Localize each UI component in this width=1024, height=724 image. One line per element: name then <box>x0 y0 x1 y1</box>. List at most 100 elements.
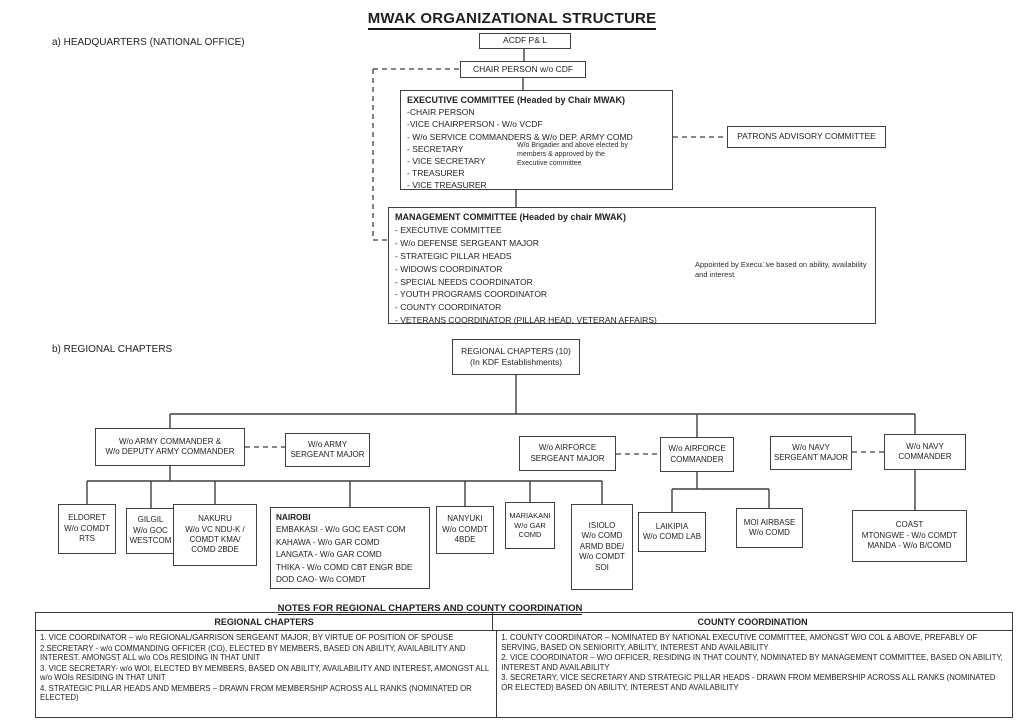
box-line: W/o COMD LAB <box>642 532 702 541</box>
exec-item: -CHAIR PERSON <box>407 107 475 118</box>
box-line: COMMANDER <box>898 452 952 461</box>
box-line: COAST <box>895 520 924 530</box>
exec-item: -VICE CHAIRPERSON - W/o VCDF <box>407 119 543 130</box>
box-line: MTONGWE - W/o COMDT <box>861 530 958 540</box>
box-line: GILGIL <box>137 515 164 525</box>
chapter-mariakani-box: MARIAKANI W/o GAR COMD <box>505 502 555 549</box>
box-line: W/o NAVY <box>792 442 830 452</box>
box-line: 4BDE <box>454 535 476 545</box>
box-line: MANDA - W/o B/COMD <box>867 541 952 551</box>
box-line: W/o DEPUTY ARMY COMMANDER <box>105 447 235 456</box>
exec-item: - SECRETARY <box>407 143 464 154</box>
mgmt-item: - COUNTY COORDINATOR <box>395 302 502 313</box>
mgmt-item: - YOUTH PROGRAMS COORDINATOR <box>395 289 548 300</box>
box-line: SOI <box>595 562 609 572</box>
box-line: W/o COMD <box>581 531 623 541</box>
box-line: W/o COMDT <box>579 552 625 562</box>
box-line: W/o COMDT <box>442 524 488 534</box>
regional-root-line: REGIONAL CHAPTERS (10) <box>461 345 571 356</box>
notes-col1-header: REGIONAL CHAPTERS <box>214 616 314 627</box>
army-commander-box: W/o ARMY COMMANDER & W/o DEPUTY ARMY COM… <box>95 428 245 466</box>
page-title-wrap: MWAK ORGANIZATIONAL STRUCTURE <box>0 10 1024 30</box>
notes-item: 4. STRATEGIC PILLAR HEADS AND MEMBERS – … <box>40 683 472 703</box>
mgmt-item: - STRATEGIC PILLAR HEADS <box>395 250 512 261</box>
chapter-laikipia-box: LAIKIPIA W/o COMD LAB <box>638 512 706 552</box>
notes-item: 1. COUNTY COORDINATOR – NOMINATED BY NAT… <box>501 633 978 652</box>
box-line: W/o GAR <box>514 520 546 530</box>
box-line: KAHAWA - W/o GAR COMD <box>276 537 380 547</box>
exec-item: - W/o SERVICE COMMANDERS & W/o DEP. ARMY… <box>407 131 633 142</box>
navy-sergeant-major-box: W/o NAVY SERGEANT MAJOR <box>770 436 852 470</box>
chapter-nanyuki-box: NANYUKI W/o COMDT 4BDE <box>436 506 494 554</box>
box-line: LAIKIPIA <box>655 521 689 531</box>
box-line: ISIOLO <box>588 521 616 531</box>
notes-table-body: 1. VICE COORDINATOR – w/o REGIONAL/GARRI… <box>36 631 1012 718</box>
patrons-advisory-box: PATRONS ADVISORY COMMITTEE <box>727 126 886 148</box>
notes-item: 2.SECRETARY - w/o COMMANDING OFFICER (CO… <box>40 643 466 663</box>
box-line: SERGEANT MAJOR <box>530 453 605 463</box>
box-line: EMBAKASI - W/o GOC EAST COM <box>276 525 406 535</box>
box-line: W/o ARMY COMMANDER & <box>118 436 222 446</box>
mgmt-item: - EXECUTIVE COMMITTEE <box>395 224 502 235</box>
notes-col1-cell: 1. VICE COORDINATOR – w/o REGIONAL/GARRI… <box>36 631 496 718</box>
management-committee-title: MANAGEMENT COMMITTEE (Headed by chair MW… <box>395 212 627 222</box>
box-line: RTS <box>79 534 95 544</box>
box-line: DOD CAO- W/o COMDT <box>276 575 367 585</box>
box-line: COMMANDER <box>670 454 724 464</box>
box-line: WESTCOM <box>129 536 172 546</box>
chair-person-box: CHAIR PERSON w/o CDF <box>460 61 586 78</box>
exec-brace-note: W/o Brigadier and above elected by membe… <box>517 142 628 168</box>
notes-table: REGIONAL CHAPTERS COUNTY COORDINATION 1.… <box>35 612 1013 718</box>
chapter-isiolo-box: ISIOLO W/o COMD ARMD BDE/ W/o COMDT SOI <box>571 504 633 590</box>
notes-heading-wrap: NOTES FOR REGIONAL CHAPTERS AND COUNTY C… <box>130 598 730 616</box>
chapter-nairobi-box: NAIROBI EMBAKASI - W/o GOC EAST COM KAHA… <box>270 507 430 589</box>
notes-heading: NOTES FOR REGIONAL CHAPTERS AND COUNTY C… <box>277 603 583 615</box>
box-line: SERGEANT MAJOR <box>290 450 365 459</box>
mgmt-item: - SPECIAL NEEDS COORDINATOR <box>395 276 533 287</box>
mgmt-item: - WIDOWS COORDINATOR <box>395 263 503 274</box>
box-line: COMD <box>518 530 542 540</box>
regional-root-line: (In KDF Establishments) <box>469 357 563 367</box>
box-line: THIKA - W/o COMD CBT ENGR BDE <box>276 562 413 572</box>
box-line: W/o COMDT <box>64 523 110 533</box>
notes-col2-cell: 1. COUNTY COORDINATOR – NOMINATED BY NAT… <box>496 631 1012 718</box>
box-line: ARMD BDE/ <box>579 541 625 551</box>
box-line: SERGEANT MAJOR <box>773 453 849 462</box>
chapter-coast-box: COAST MTONGWE - W/o COMDT MANDA - W/o B/… <box>852 510 967 562</box>
section-b-label: b) REGIONAL CHAPTERS <box>52 344 173 355</box>
mgmt-item: - W/o DEFENSE SERGEANT MAJOR <box>395 237 539 248</box>
notes-table-header: REGIONAL CHAPTERS COUNTY COORDINATION <box>36 613 1012 631</box>
box-line: COMD 2BDE <box>191 545 239 555</box>
chapter-eldoret-box: ELDORET W/o COMDT RTS <box>58 504 116 554</box>
page-title: MWAK ORGANIZATIONAL STRUCTURE <box>367 10 657 30</box>
dashed-connectors <box>245 68 884 455</box>
notes-col2-header: COUNTY COORDINATION <box>492 613 1012 630</box>
chapter-nakuru-box: NAKURU W/o VC NDU-K / COMDT KMA/ COMD 2B… <box>173 504 257 566</box>
box-line: W/o ARMY <box>307 439 348 449</box>
box-line: W/o NAVY <box>906 441 944 451</box>
exec-item: - TREASURER <box>407 168 465 179</box>
exec-item: - VICE SECRETARY <box>407 156 486 167</box>
executive-committee-title: EXECUTIVE COMMITTEE (Headed by Chair MWA… <box>407 95 626 105</box>
airforce-sergeant-major-box: W/o AIRFORCE SERGEANT MAJOR <box>519 436 616 471</box>
navy-commander-box: W/o NAVY COMMANDER <box>884 434 966 470</box>
box-line: COMDT KMA/ <box>189 535 241 544</box>
chapter-gilgil-box: GILGIL W/o GOC WESTCOM <box>126 508 175 554</box>
box-line: MARIAKANI <box>509 510 551 520</box>
airforce-commander-box: W/o AIRFORCE COMMANDER <box>660 437 734 472</box>
notes-item: 2. VICE COORDINATOR – W/O OFFICER, RESID… <box>501 653 1003 672</box>
box-line: NAKURU <box>198 514 232 524</box>
notes-item: 3. VICE SECRETARY- w/o WOI, ELECTED BY M… <box>40 663 489 683</box>
patrons-advisory-label: PATRONS ADVISORY COMMITTEE <box>737 131 876 142</box>
chair-person-label: CHAIR PERSON w/o CDF <box>472 63 574 74</box>
chapter-moi-airbase-box: MOI AIRBASE W/o COMD <box>736 508 803 548</box>
mgmt-brace-note: Appointed by Execu□ve based on ability, … <box>695 260 867 279</box>
box-line: W/o AIRFORCE <box>538 443 597 453</box>
box-line: W/o VC NDU-K / <box>185 524 245 534</box>
box-line: NANYUKI <box>447 514 483 524</box>
box-line: W/o AIRFORCE <box>668 444 726 454</box>
box-line: MOI AIRBASE <box>743 517 796 527</box>
box-line: LANGATA - W/o GAR COMD <box>276 550 382 560</box>
notes-item: 1. VICE COORDINATOR – w/o REGIONAL/GARRI… <box>40 633 454 642</box>
